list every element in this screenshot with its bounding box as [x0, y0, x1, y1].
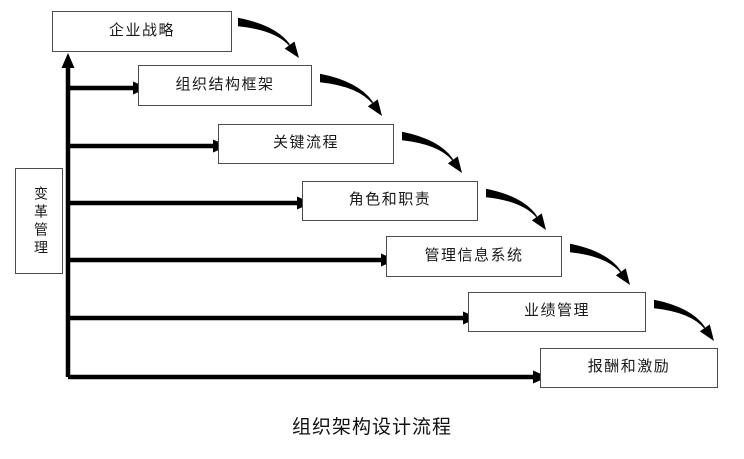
branch-arrow-7	[68, 370, 548, 384]
flow-arrow-5	[570, 243, 630, 285]
node-label: 角色和职责	[348, 192, 432, 209]
flow-arrowhead	[531, 213, 546, 230]
branch-arrow-2	[68, 81, 148, 95]
node-label: 业绩管理	[523, 303, 590, 320]
flow-arrows-group	[238, 17, 714, 341]
flow-arrow-body	[654, 299, 705, 330]
branch-arrow-5	[68, 253, 396, 267]
node-stage-1[interactable]: 企业战略	[52, 11, 232, 52]
flow-arrow-4	[486, 188, 546, 230]
node-stage-3[interactable]: 关键流程	[218, 124, 394, 164]
vertical-spine	[61, 53, 75, 377]
flow-arrowhead	[699, 324, 714, 341]
node-change-management[interactable]: 变革管理	[15, 168, 63, 274]
flow-arrowhead	[447, 156, 462, 173]
node-stage-4[interactable]: 角色和职责	[302, 181, 478, 221]
branch-arrow-6	[68, 311, 478, 325]
node-label: 管理信息系统	[424, 247, 524, 264]
branch-arrow-4	[68, 196, 312, 210]
flow-arrow-body	[402, 131, 453, 162]
flow-arrow-6	[654, 299, 714, 341]
flow-arrow-body	[486, 188, 537, 219]
node-stage-6[interactable]: 业绩管理	[468, 292, 646, 332]
flow-arrowhead	[284, 41, 299, 58]
diagram-caption: 组织架构设计流程	[291, 417, 452, 438]
node-stage-5[interactable]: 管理信息系统	[386, 236, 562, 277]
flow-arrowhead	[367, 99, 382, 116]
node-stage-2[interactable]: 组织结构框架	[138, 65, 312, 106]
flow-arrow-body	[320, 73, 373, 105]
branch-arrow-3	[68, 139, 228, 153]
spine-arrowhead-up	[61, 53, 75, 68]
node-label: 关键流程	[272, 135, 339, 152]
flow-arrow-3	[402, 131, 462, 173]
node-stage-7[interactable]: 报酬和激励	[540, 348, 718, 388]
node-label: 组织结构框架	[175, 76, 275, 93]
flow-arrow-1	[238, 17, 299, 58]
node-label: 报酬和激励	[587, 359, 671, 376]
flow-arrow-2	[320, 73, 382, 116]
flow-arrow-body	[570, 243, 621, 274]
node-label: 企业战略	[108, 22, 175, 39]
flow-arrow-body	[238, 17, 290, 47]
flow-arrowhead	[615, 268, 630, 285]
node-label: 变革管理	[32, 186, 48, 258]
